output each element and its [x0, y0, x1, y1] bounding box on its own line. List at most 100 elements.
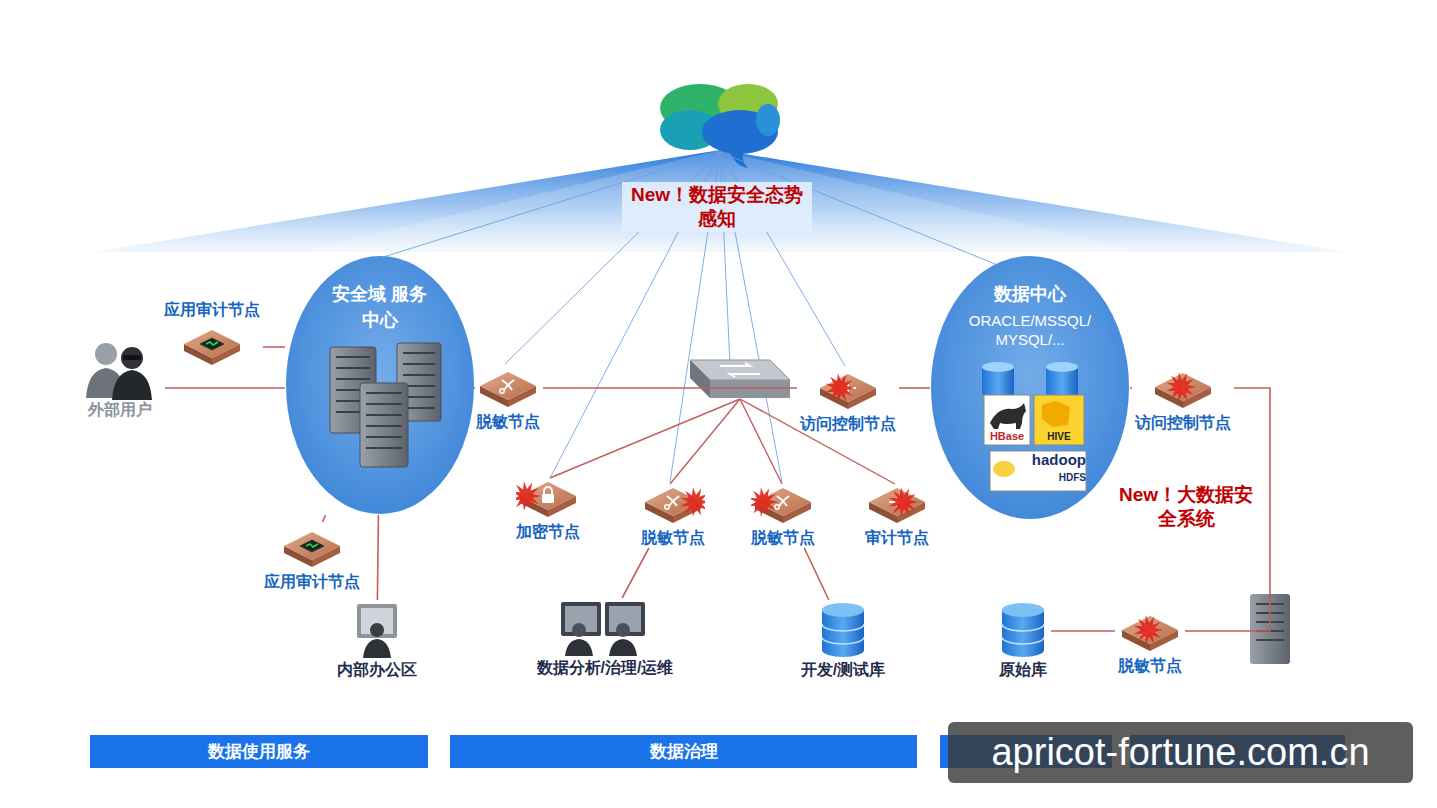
mask-symbol [775, 505, 779, 509]
endpoint-node: 原始库 [995, 600, 1051, 680]
logo-text: hadoop [1004, 451, 1086, 469]
security-node: 审计节点 [862, 478, 932, 548]
tile-top [480, 372, 536, 400]
tile-top [1122, 616, 1178, 644]
server-slot [366, 392, 402, 394]
server-slot [366, 436, 402, 438]
tile-top [184, 330, 240, 358]
tile-icon [280, 522, 344, 572]
node-label: 安全域 服务中心 [330, 281, 430, 333]
system-callout: New！大数据安全系统 [1110, 482, 1262, 532]
node-label: 数据治理 [650, 740, 718, 763]
section-band: 数据使用服务 [90, 735, 428, 768]
node-label: 脱敏节点 [641, 528, 705, 548]
brain-stem [728, 148, 748, 168]
tile-icon [516, 472, 580, 522]
lock-symbol [544, 487, 552, 494]
node-body-text: ORACLE/MSSQL/ MYSQL/... [964, 311, 1096, 349]
ellipse-fill [286, 256, 474, 514]
server-slot [336, 367, 370, 369]
server-slot [403, 363, 435, 365]
connector-line [1051, 630, 1115, 632]
endpoint-node: 开发/测试库 [798, 600, 888, 680]
alert-burst [1134, 615, 1163, 645]
alert-burst [889, 487, 918, 517]
switch-wire [550, 399, 740, 478]
security-node: 应用审计节点 [161, 300, 263, 370]
hive-logo [1034, 395, 1084, 445]
database-ring [1002, 624, 1044, 644]
connector-line [322, 515, 325, 522]
database-top [1002, 603, 1044, 617]
datacenter-art [982, 362, 1086, 491]
tile-top [869, 488, 925, 516]
server-slot [1256, 639, 1284, 641]
node-label: 应用审计节点 [164, 300, 260, 320]
person-head [370, 623, 384, 637]
node-label: 应用审计节点 [264, 572, 360, 592]
database-body [822, 610, 864, 657]
security-node: 脱敏节点 [1115, 606, 1185, 676]
alert-burst [751, 487, 778, 517]
lock-symbol [542, 494, 554, 503]
database-ring [822, 624, 864, 644]
switch-arrows [720, 363, 760, 377]
connector-line [377, 515, 378, 600]
security-node: 脱敏节点 [473, 362, 543, 432]
alert-burst [516, 481, 541, 511]
security-node: 加密节点 [513, 472, 583, 542]
tile-icon [641, 478, 705, 528]
connector-line [899, 387, 930, 389]
sunglasses [123, 355, 141, 360]
alert-burst [1167, 372, 1196, 402]
db-icon [818, 600, 868, 660]
tile-icon [816, 364, 880, 414]
tile-icon [1118, 606, 1182, 656]
endpoint-node: 数据分析/治理/运维 [534, 598, 677, 678]
mask-symbol [665, 505, 669, 509]
hbase-logo [984, 395, 1030, 445]
logo-text: HDFS [1004, 472, 1086, 484]
node-label: 外部用户 [88, 400, 152, 420]
security-node: 访问控制节点 [797, 364, 899, 434]
mask-symbol [777, 496, 789, 506]
connector-line [543, 387, 797, 389]
bee-mark [1042, 401, 1070, 427]
hadoop-logo [990, 451, 1086, 491]
db-icon [998, 600, 1048, 660]
connector-line [263, 346, 285, 348]
person-head [95, 343, 117, 365]
endpoint-node: 内部办公区 [334, 600, 420, 680]
mask-symbol [500, 389, 504, 393]
tile-top [1155, 373, 1211, 401]
server-slot [366, 447, 402, 449]
server-group [330, 343, 441, 467]
database-top [982, 362, 1014, 372]
database-body [1002, 610, 1044, 657]
switch-front [710, 380, 790, 398]
mask-symbol [667, 496, 679, 506]
connector-line [622, 548, 649, 598]
pc-icon [347, 600, 407, 660]
security-node: 应用审计节点 [261, 522, 363, 592]
node-label: 原始库 [999, 660, 1047, 680]
awareness-fan [95, 150, 1345, 252]
tile-icon [865, 478, 929, 528]
switch-side [690, 360, 710, 398]
switch-wire [740, 399, 782, 484]
server-slot [366, 403, 402, 405]
database-top [822, 603, 864, 617]
monitor [605, 602, 645, 636]
person-body [112, 370, 152, 400]
person-body [363, 639, 391, 658]
person-body [565, 639, 593, 656]
database-top [1046, 362, 1078, 372]
connector-line [804, 548, 829, 600]
security-node: 脱敏节点 [638, 478, 708, 548]
person-head [121, 347, 143, 369]
server-slot [336, 356, 370, 358]
network-switch [690, 360, 790, 398]
title-callout: New！数据安全态势感知 [622, 182, 812, 232]
